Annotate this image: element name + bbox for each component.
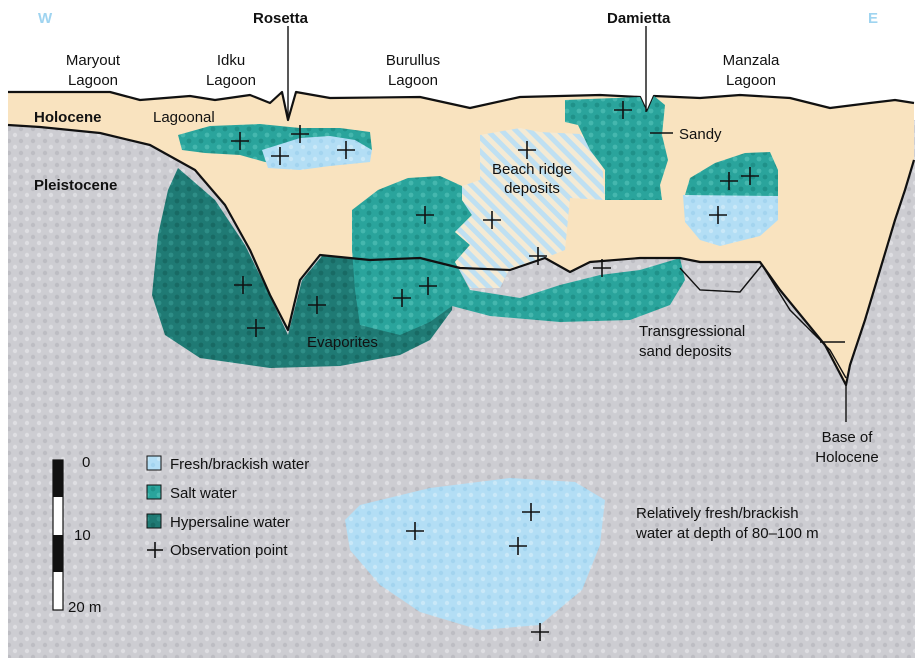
beach-ridge-label-line1: Beach ridge — [492, 161, 572, 178]
evaporites-label: Evaporites — [307, 334, 378, 351]
scale-label-20: 20 m — [68, 599, 101, 616]
east-marker: E — [868, 10, 878, 27]
burullus-lagoon-label-line1: Burullus — [386, 52, 440, 69]
lagoonal-label: Lagoonal — [153, 109, 215, 126]
west-marker: W — [38, 10, 53, 27]
burullus-lagoon-label-line2: Lagoon — [388, 72, 438, 89]
legend-swatch-hypersaline — [147, 514, 161, 528]
scale-label-10: 10 — [74, 527, 91, 544]
rosetta-label: Rosetta — [253, 10, 309, 27]
damietta-label: Damietta — [607, 10, 671, 27]
idku-lagoon-label-line2: Lagoon — [206, 72, 256, 89]
idku-lagoon-label-line1: Idku — [217, 52, 245, 69]
depth-scale-bar — [53, 460, 63, 610]
scale-label-0: 0 — [82, 454, 90, 471]
pleistocene-label: Pleistocene — [34, 177, 117, 194]
beach-ridge-label-line2: deposits — [504, 180, 560, 197]
legend-swatch-salt — [147, 485, 161, 499]
base-holocene-label-line2: Holocene — [815, 449, 878, 466]
legend-label-observation: Observation point — [170, 542, 288, 559]
sandy-label: Sandy — [679, 126, 722, 143]
maryout-lagoon-label-line1: Maryout — [66, 52, 121, 69]
legend-swatch-fresh — [147, 456, 161, 470]
legend-label-salt: Salt water — [170, 485, 237, 502]
maryout-lagoon-label-line2: Lagoon — [68, 72, 118, 89]
transgressional-label-line1: Transgressional — [639, 323, 745, 340]
legend-label-fresh: Fresh/brackish water — [170, 456, 309, 473]
manzala-lagoon-label-line2: Lagoon — [726, 72, 776, 89]
deep-fresh-water-label-line2: water at depth of 80–100 m — [635, 525, 819, 542]
transgressional-label-line2: sand deposits — [639, 343, 732, 360]
legend-label-hypersaline: Hypersaline water — [170, 514, 290, 531]
base-holocene-label-line1: Base of — [822, 429, 874, 446]
deep-fresh-water-label-line1: Relatively fresh/brackish — [636, 505, 799, 522]
manzala-lagoon-label-line1: Manzala — [723, 52, 780, 69]
holocene-label: Holocene — [34, 109, 102, 126]
